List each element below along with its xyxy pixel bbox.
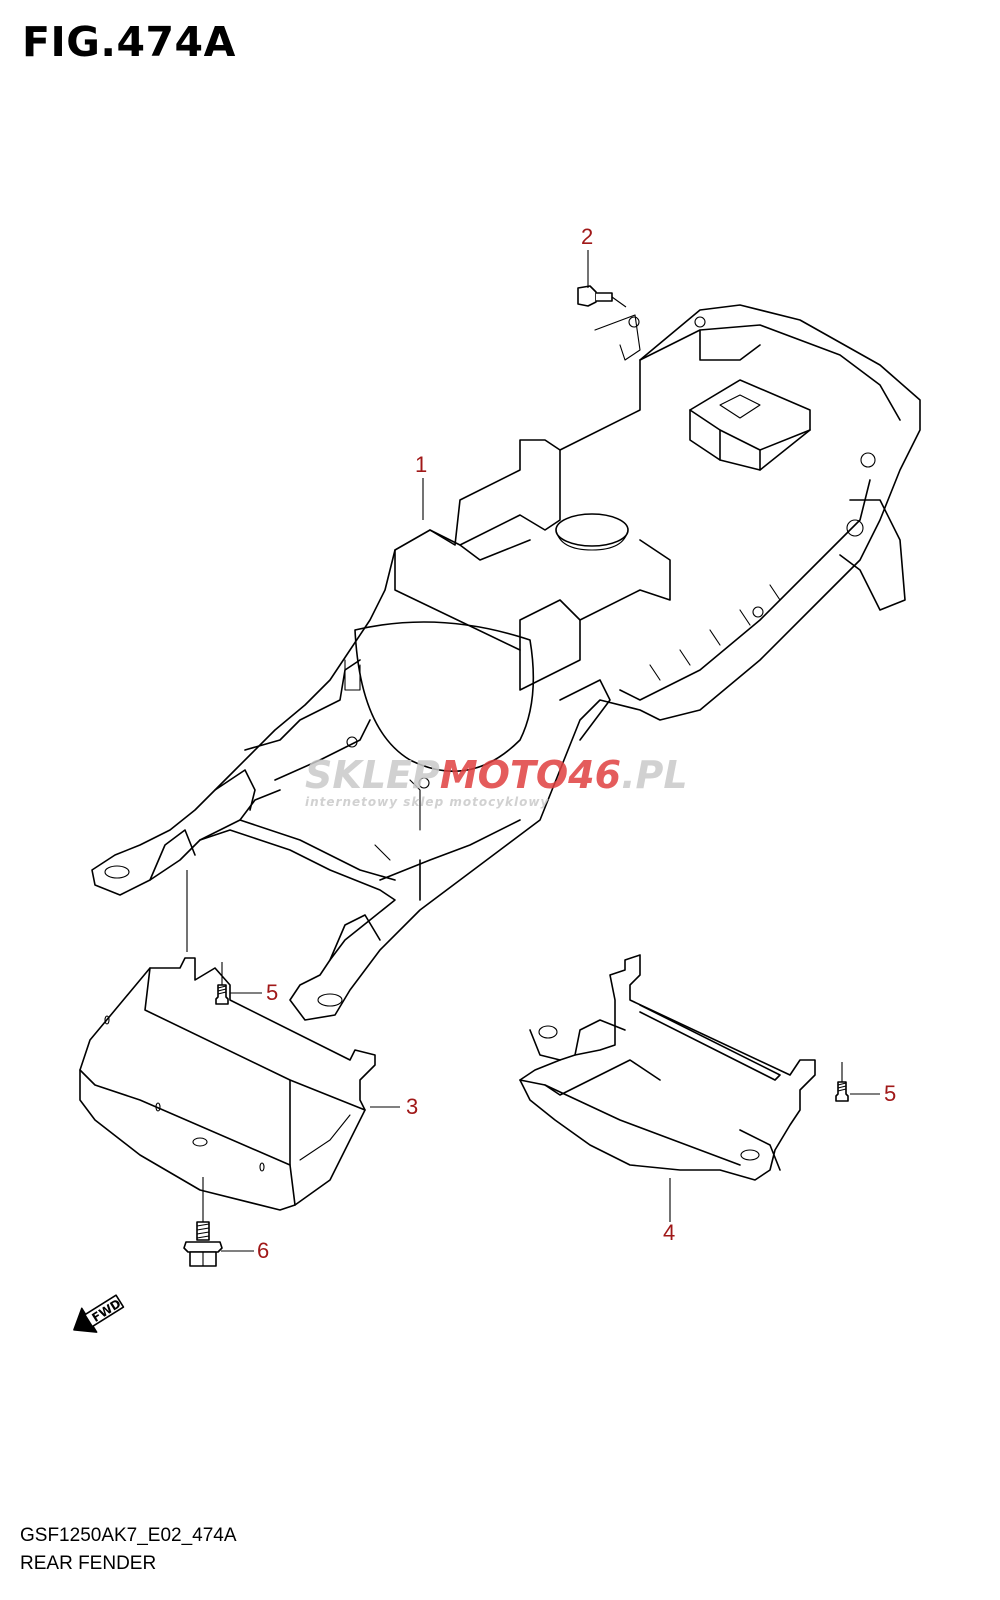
figure-title: FIG.474A xyxy=(22,18,236,66)
rear-cover-part xyxy=(519,954,816,1181)
callout-4: 4 xyxy=(663,1220,675,1245)
callout-5-left: 5 xyxy=(266,980,278,1005)
callout-5-right: 5 xyxy=(884,1081,896,1106)
lower-cover-part xyxy=(79,957,376,1211)
screw-part-5-right xyxy=(835,1081,849,1102)
callout-3: 3 xyxy=(406,1094,418,1119)
watermark-brand-suffix: .PL xyxy=(621,753,688,797)
callout-1: 1 xyxy=(415,452,427,477)
watermark-brand-gray: SKLEP xyxy=(305,753,440,797)
flange-bolt-part-6 xyxy=(183,1221,223,1267)
forward-direction-arrow: FWD xyxy=(73,1294,125,1333)
watermark: SKLEPMOTO46.PL internetowy sklep motocyk… xyxy=(305,753,688,809)
callout-2: 2 xyxy=(581,224,593,249)
rear-fender-part xyxy=(91,304,921,1021)
screw-part-5-left xyxy=(215,984,229,1005)
bolt-part-2 xyxy=(577,285,627,308)
watermark-brand-red: MOTO46 xyxy=(440,753,621,797)
leader-lines xyxy=(186,250,880,1252)
svg-text:SKLEPMOTO46.PL: SKLEPMOTO46.PL xyxy=(305,753,688,797)
figure-section-name: REAR FENDER xyxy=(20,1553,157,1574)
callout-6: 6 xyxy=(257,1238,269,1263)
watermark-tagline: internetowy sklep motocyklowy xyxy=(305,795,549,809)
figure-model-code: GSF1250AK7_E02_474A xyxy=(20,1525,237,1546)
